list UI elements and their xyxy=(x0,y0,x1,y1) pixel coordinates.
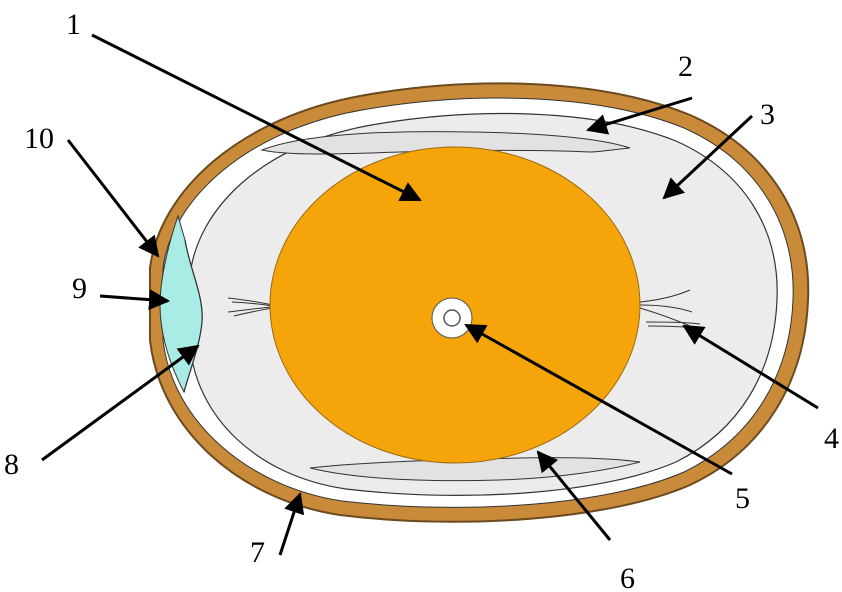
label-6: 6 xyxy=(620,562,635,592)
label-10: 10 xyxy=(24,122,54,155)
leader-line-1 xyxy=(91,33,422,202)
label-9: 9 xyxy=(72,272,87,305)
label-8: 8 xyxy=(4,448,19,481)
label-5: 5 xyxy=(735,482,750,515)
label-4: 4 xyxy=(824,422,839,455)
label-3: 3 xyxy=(760,98,775,131)
leader-line-5 xyxy=(464,323,733,476)
inner-shell-membrane xyxy=(183,239,203,393)
chalaza-left xyxy=(227,297,273,317)
chalaza-right xyxy=(639,289,703,329)
label-7: 7 xyxy=(250,536,265,569)
leader-line-4 xyxy=(682,324,819,410)
label-1: 1 xyxy=(66,8,81,41)
label-2: 2 xyxy=(678,50,693,83)
leader-line-3 xyxy=(662,114,754,200)
leader-line-8 xyxy=(41,344,200,462)
leader-line-9 xyxy=(99,289,171,311)
leader-line-6 xyxy=(536,450,612,541)
leader-line-2 xyxy=(585,96,693,135)
leader-line-10 xyxy=(66,139,160,258)
leader-line-7 xyxy=(278,492,305,556)
thin-albumen-top xyxy=(260,131,631,155)
germinal-disc-inner xyxy=(443,309,461,327)
